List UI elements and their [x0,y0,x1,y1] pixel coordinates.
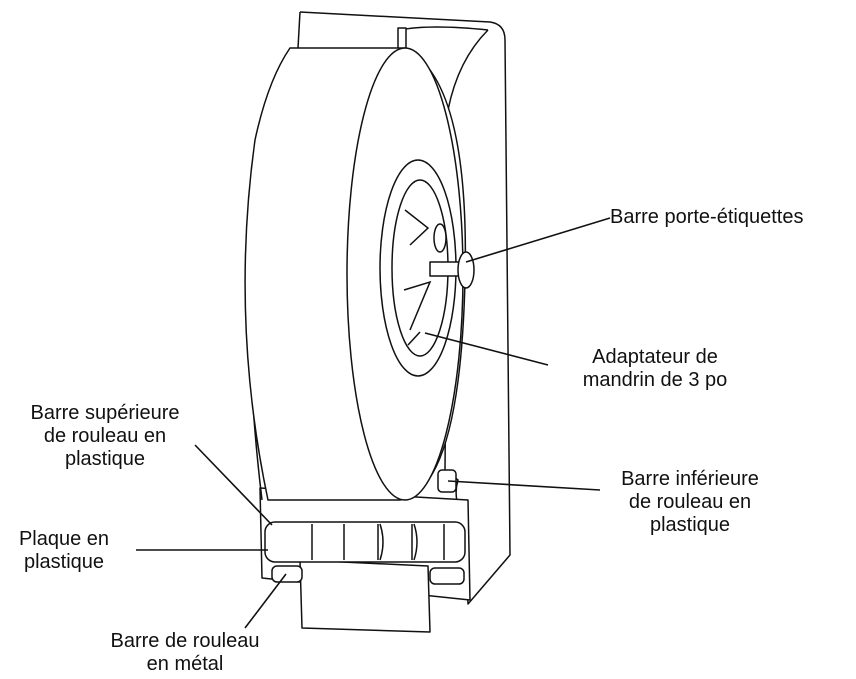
lower-roller-label: Barre inférieure de rouleau en plastique [621,468,759,536]
label-bar-label: Barre porte-étiquettes [610,206,804,228]
plastic-plate-label: Plaque en plastique [18,528,110,573]
core-adapter [403,209,432,346]
paper-sheet [299,559,431,633]
upper-plastic-roller [264,521,466,563]
leader-core-adapter [424,332,549,366]
leader-label-bar [465,217,611,263]
leader-metal-roller [244,573,287,629]
label-holder-bar [429,261,463,277]
metal-roller-label: Barre de rouleau en métal [110,630,260,675]
core-adapter-label: Adaptateur de mandrin de 3 po [582,346,728,391]
upper-roller-label: Barre supérieure de rouleau en plastique [30,402,180,470]
leader-lower-roller [447,480,601,491]
leader-upper-roller [194,444,273,526]
metal-roller-bar [271,565,303,583]
